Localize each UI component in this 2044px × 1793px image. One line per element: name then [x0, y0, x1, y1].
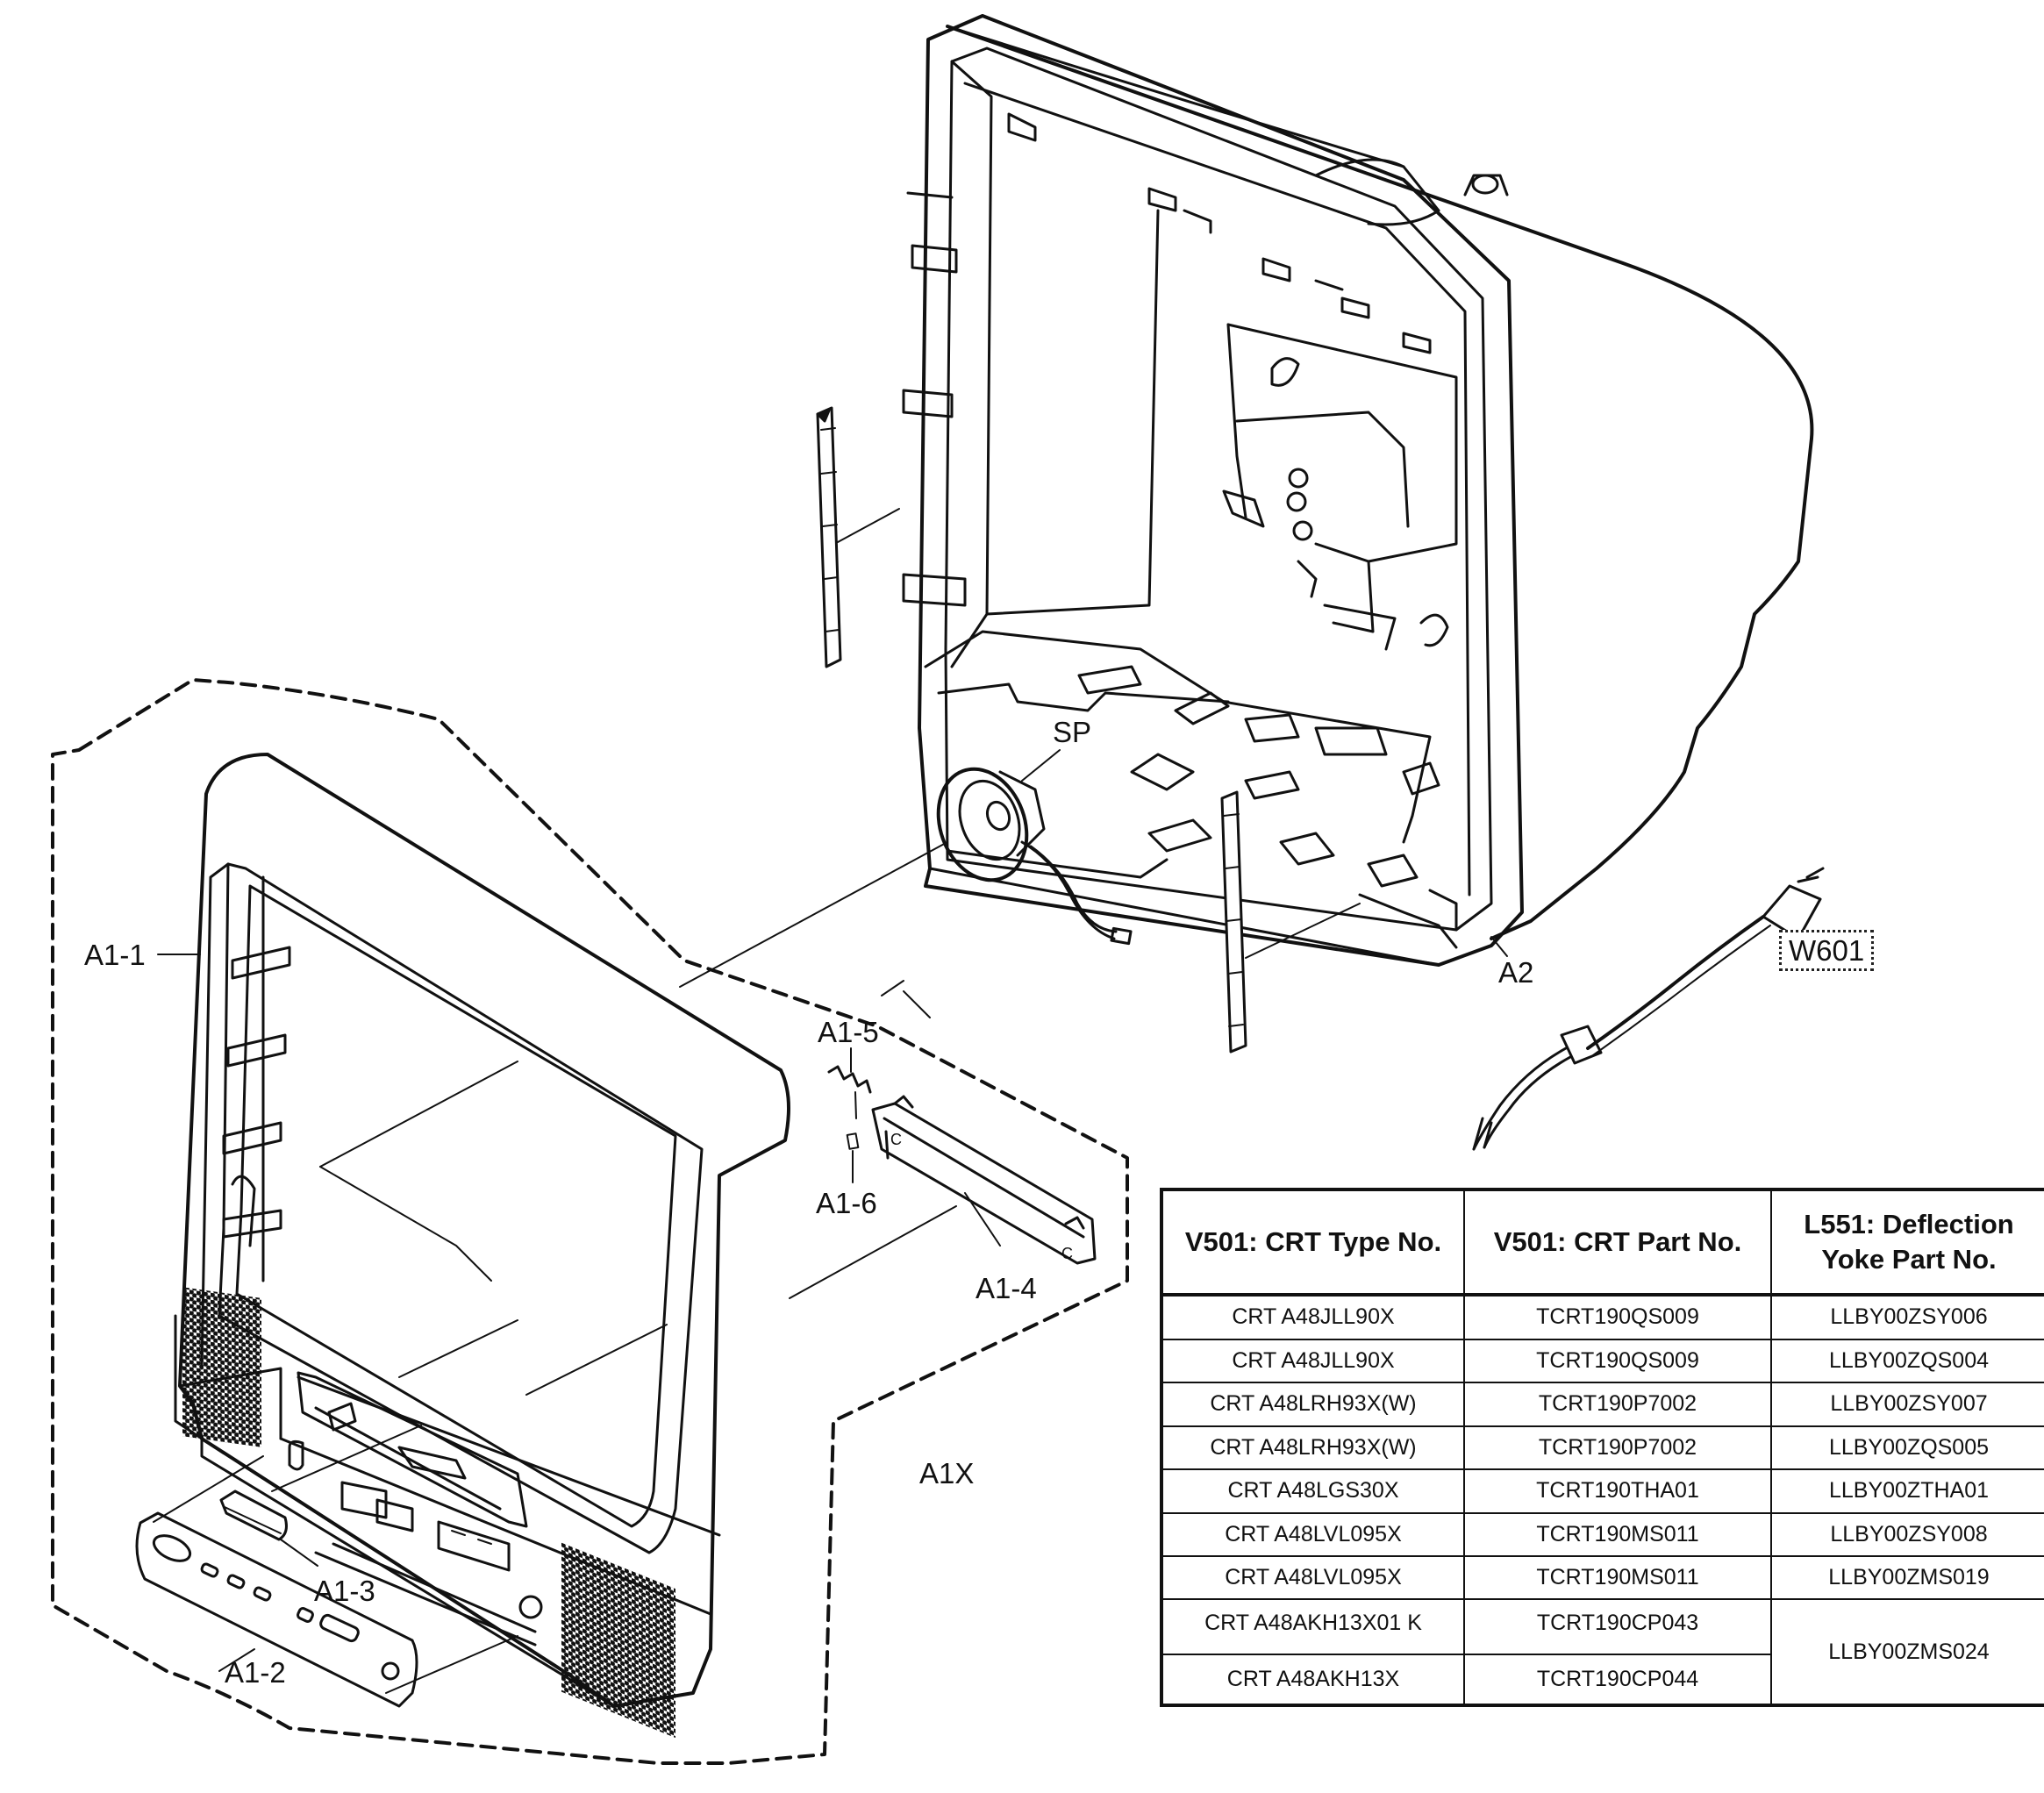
bracket-a1-4: C C	[789, 1095, 1097, 1299]
table-cell-merged-yoke: LLBY00ZMS024	[1770, 1598, 2044, 1706]
table-row: CRT A48LVL095X TCRT190MS011 LLBY00ZMS019	[1161, 1554, 2044, 1601]
table-cell: TCRT190CP043	[1463, 1598, 1772, 1655]
label-w601: W601	[1779, 930, 1875, 971]
label-a1-6: A1-6	[816, 1187, 877, 1219]
svg-text:C: C	[890, 1131, 902, 1148]
table-row: CRT A48LGS30X TCRT190THA01 LLBY00ZTHA01	[1161, 1468, 2044, 1514]
table-row: CRT A48LVL095X TCRT190MS011 LLBY00ZSY008	[1161, 1511, 2044, 1557]
table-row: CRT A48JLL90X TCRT190QS009 LLBY00ZQS004	[1161, 1338, 2044, 1384]
svg-text:C: C	[1061, 1245, 1073, 1262]
clip-a1-6	[846, 1132, 860, 1183]
table-cell: CRT A48JLL90X	[1161, 1294, 1465, 1340]
table-cell: CRT A48AKH13X	[1161, 1653, 1465, 1707]
table-cell: LLBY00ZMS019	[1770, 1554, 2044, 1601]
table-cell: TCRT190MS011	[1463, 1511, 1772, 1557]
rear-cabinet-a2	[902, 14, 1814, 967]
table-cell: CRT A48LGS30X	[1161, 1468, 1465, 1514]
crt-parts-table: V501: CRT Type No. V501: CRT Part No. L5…	[1160, 1188, 2044, 1707]
assembly-a1x-boundary	[51, 678, 1129, 1765]
left-foam-strip	[816, 406, 842, 668]
label-a2: A2	[1498, 956, 1534, 989]
table-cell: LLBY00ZQS004	[1770, 1338, 2044, 1384]
label-a1x: A1X	[919, 1457, 975, 1489]
table-cell: CRT A48LVL095X	[1161, 1554, 1465, 1601]
table-header: L551: Deflection Yoke Part No.	[1770, 1189, 2044, 1296]
table-cell: TCRT190QS009	[1463, 1294, 1772, 1340]
label-a1-5: A1-5	[818, 1016, 879, 1048]
table-row: CRT A48AKH13X TCRT190CP044	[1161, 1653, 2044, 1707]
table-cell: LLBY00ZSY008	[1770, 1511, 2044, 1557]
label-a1-2: A1-2	[225, 1656, 286, 1689]
table-row: CRT A48LRH93X(W) TCRT190P7002 LLBY00ZSY0…	[1161, 1382, 2044, 1427]
table-cell: TCRT190P7002	[1463, 1382, 1772, 1427]
table-cell: CRT A48JLL90X	[1161, 1338, 1465, 1384]
table-row: CRT A48LRH93X(W) TCRT190P7002 LLBY00ZQS0…	[1161, 1425, 2044, 1471]
table-cell: LLBY00ZQS005	[1770, 1425, 2044, 1471]
speaker-sp	[936, 749, 1133, 946]
door-a1-3	[219, 1425, 422, 1567]
table-header: V501: CRT Part No.	[1463, 1189, 1772, 1296]
table-header: V501: CRT Type No.	[1161, 1189, 1465, 1296]
front-cabinet-a1-1	[174, 753, 790, 1739]
table-row: CRT A48AKH13X01 K TCRT190CP043 LLBY00ZMS…	[1161, 1598, 2044, 1706]
table-cell: TCRT190MS011	[1463, 1554, 1772, 1601]
table-cell: LLBY00ZSY006	[1770, 1294, 2044, 1340]
table-header-row: V501: CRT Type No. V501: CRT Part No. L5…	[1161, 1189, 2044, 1296]
table-cell: LLBY00ZTHA01	[1770, 1468, 2044, 1514]
table-cell: CRT A48LRH93X(W)	[1161, 1382, 1465, 1427]
table-cell: TCRT190THA01	[1463, 1468, 1772, 1514]
label-a1-4: A1-4	[976, 1272, 1037, 1304]
table-row: CRT A48JLL90X TCRT190QS009 LLBY00ZSY006	[1161, 1294, 2044, 1340]
power-cord-w601	[1472, 867, 1825, 1151]
table-cell: TCRT190CP044	[1463, 1653, 1772, 1707]
lower-foam-strip	[1220, 790, 1247, 1054]
spring-a1-5	[827, 1047, 872, 1119]
table-cell: CRT A48LVL095X	[1161, 1511, 1465, 1557]
panel-a1-2	[135, 1455, 518, 1708]
label-sp: SP	[1053, 716, 1092, 748]
table-cell: TCRT190P7002	[1463, 1425, 1772, 1471]
table-cell: TCRT190QS009	[1463, 1338, 1772, 1384]
table-cell: LLBY00ZSY007	[1770, 1382, 2044, 1427]
label-a1-3: A1-3	[314, 1575, 375, 1607]
table-cell: CRT A48LRH93X(W)	[1161, 1425, 1465, 1471]
table-cell: CRT A48AKH13X01 K	[1161, 1598, 1465, 1655]
label-a1-1: A1-1	[84, 939, 146, 971]
